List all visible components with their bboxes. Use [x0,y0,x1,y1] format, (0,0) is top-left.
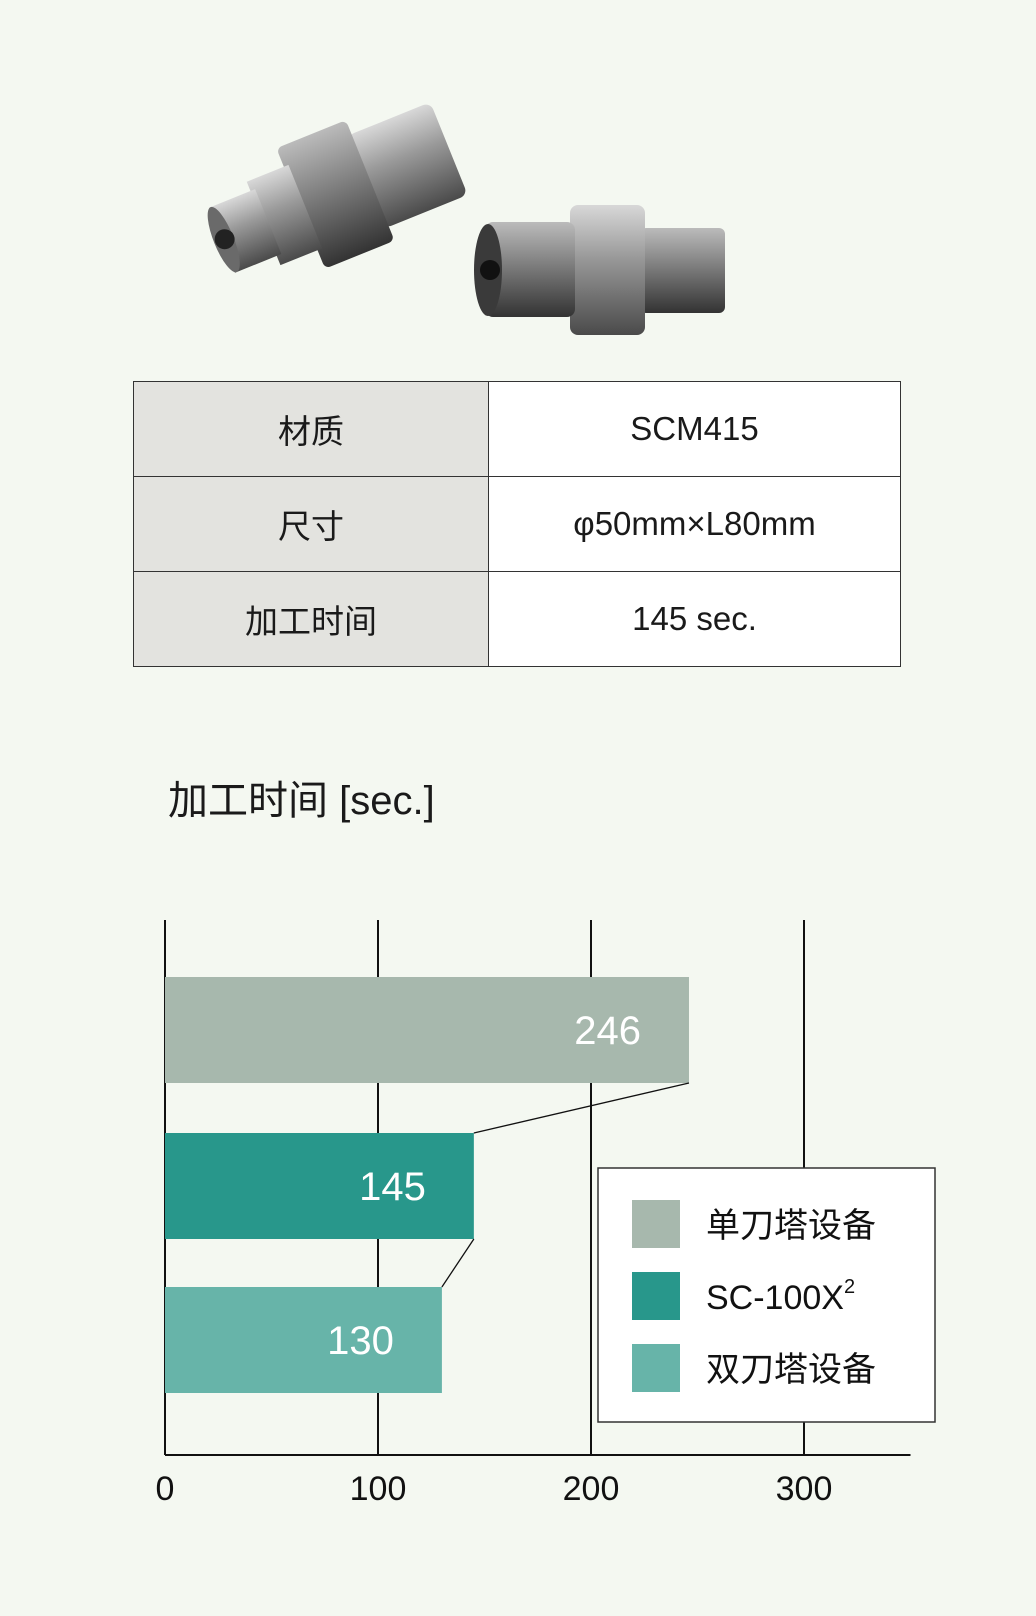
bar-data-label: 145 [359,1165,426,1209]
legend-swatch [632,1272,680,1320]
spec-table: 材质 SCM415 尺寸 φ50mm×L80mm 加工时间 145 sec. [133,381,901,667]
spec-label: 材质 [133,381,489,477]
spec-value: 145 sec. [488,571,901,667]
legend-label: 单刀塔设备 [706,1207,876,1245]
legend-superscript: 2 [844,1276,855,1298]
legend-swatch [632,1200,680,1248]
spec-label: 加工时间 [133,571,489,667]
part-right [474,205,725,335]
spec-label: 尺寸 [133,476,489,572]
x-tick-label: 300 [776,1470,833,1508]
x-tick-label: 100 [350,1470,407,1508]
bar [165,1287,442,1393]
table-row: 尺寸 φ50mm×L80mm [133,476,901,572]
bar [165,977,689,1083]
x-tick-label: 200 [563,1470,620,1508]
connector-line [473,1082,690,1134]
bar [165,1133,474,1239]
legend-label: 双刀塔设备 [706,1351,876,1389]
part-left [207,104,466,273]
legend-swatch [632,1344,680,1392]
connector-line [441,1238,475,1288]
x-tick-label: 0 [156,1470,175,1508]
bar-data-label: 130 [327,1319,394,1363]
spec-value: φ50mm×L80mm [488,476,901,572]
bar-data-label: 246 [574,1009,641,1053]
machined-parts-photo [207,104,725,335]
bar-chart: 0 100 200 300 246 145 130 单刀塔设备 SC-100X2 双刀塔设备 [156,920,936,1508]
table-row: 材质 SCM415 [133,381,901,477]
chart-title: 加工时间 [sec.] [168,779,435,823]
spec-value: SCM415 [488,381,901,477]
table-row: 加工时间 145 sec. [133,571,901,667]
legend-label: SC-100X2 [706,1276,855,1317]
